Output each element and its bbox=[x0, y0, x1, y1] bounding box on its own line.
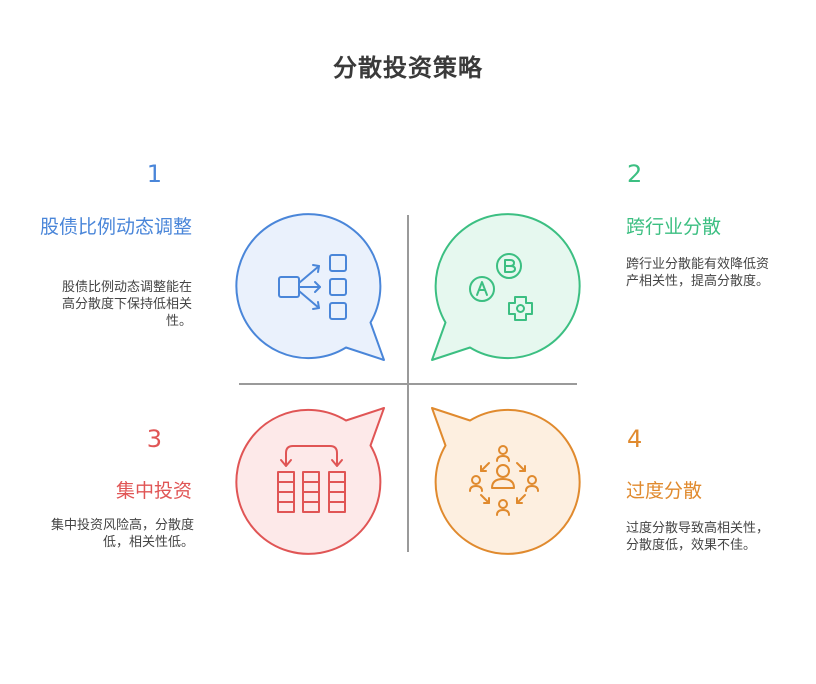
bubble-1 bbox=[235, 213, 385, 361]
page-title: 分散投资策略 bbox=[333, 54, 483, 82]
quadrant-1-heading: 股债比例动态调整 bbox=[40, 216, 193, 238]
quadrant-2-number: 2 bbox=[627, 160, 643, 188]
quadrant-4-heading: 过度分散 bbox=[626, 480, 703, 502]
quadrant-2-heading: 跨行业分散 bbox=[626, 216, 722, 238]
ab-puzzle-icon bbox=[469, 253, 533, 321]
quadrant-4-description: 过度分散导致高相关性，分散度低，效果不佳。 bbox=[626, 521, 770, 553]
flow-to-options-icon bbox=[278, 254, 347, 320]
quadrant-3-number: 3 bbox=[146, 425, 162, 453]
quadrant-3-heading: 集中投资 bbox=[115, 480, 192, 502]
quadrant-3-description: 集中投资风险高，分散度低，相关性低。 bbox=[50, 518, 194, 550]
bubble-3 bbox=[235, 407, 385, 555]
grid-swap-icon bbox=[277, 445, 346, 513]
quadrant-4-number: 4 bbox=[627, 425, 643, 453]
people-network-icon bbox=[469, 445, 539, 516]
bubble-4 bbox=[431, 407, 581, 555]
bubble-2 bbox=[431, 213, 581, 361]
quadrant-2-description: 跨行业分散能有效降低资产相关性，提高分散度。 bbox=[626, 257, 770, 289]
quadrant-1-description: 股债比例动态调整能在高分散度下保持低相关性。 bbox=[61, 280, 192, 329]
quadrant-1-number: 1 bbox=[146, 160, 162, 188]
